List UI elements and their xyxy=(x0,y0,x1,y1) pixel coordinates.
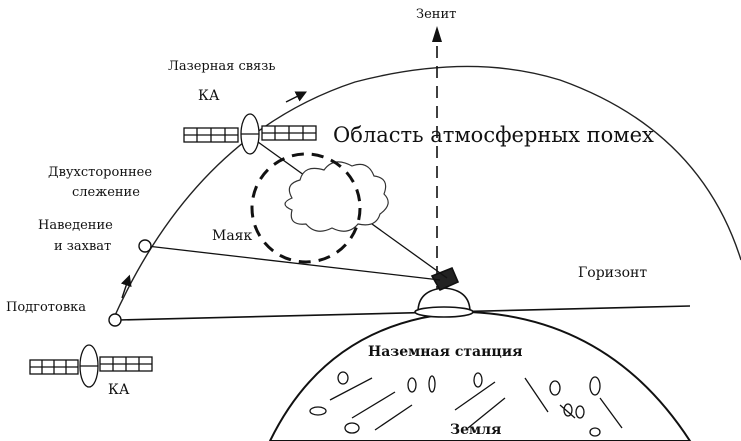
zenith-arrow-icon xyxy=(432,26,442,42)
ground-station-icon xyxy=(414,266,474,318)
horizon-label: Горизонт xyxy=(578,265,647,281)
atmospheric-region-label: Область атмосферных помех xyxy=(333,123,654,147)
orbit-direction-arrow-icon xyxy=(285,91,308,103)
horizon-line xyxy=(117,305,691,321)
laser-link-label: Лазерная связь xyxy=(168,59,275,74)
cloud-icon xyxy=(284,161,389,232)
beacon-line xyxy=(146,245,441,281)
pointing-acquisition-point xyxy=(138,239,152,253)
atmospheric-disturbance-region xyxy=(250,152,362,264)
spacecraft-bottom-label: КА xyxy=(108,382,130,398)
spacecraft-top-label: КА xyxy=(198,88,220,104)
satellite-lower-icon xyxy=(29,344,153,388)
preparation-point xyxy=(108,313,122,327)
pointing-label: Наведение xyxy=(38,218,113,233)
satellite-upper-icon xyxy=(183,113,317,155)
earth-texture xyxy=(309,371,623,437)
acquisition-label: и захват xyxy=(54,239,111,254)
ground-station-label: Наземная станция xyxy=(368,344,522,360)
orbit-direction-arrow-lower-icon xyxy=(120,274,132,299)
beacon-label: Маяк xyxy=(212,228,253,244)
two-way-label: Двухстороннее xyxy=(48,165,152,180)
preparation-label: Подготовка xyxy=(6,300,86,315)
earth-label: Земля xyxy=(450,422,501,438)
orbit-arc xyxy=(111,65,741,323)
zenith-label: Зенит xyxy=(416,7,456,22)
tracking-label: слежение xyxy=(72,185,140,200)
